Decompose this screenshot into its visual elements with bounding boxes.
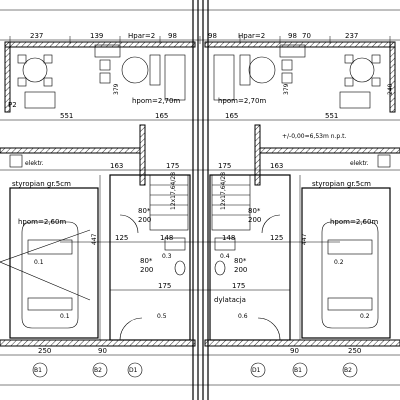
dim-bottom-4: 250 [348, 347, 361, 355]
dim-top-3: 98 [168, 32, 177, 40]
dim-top-7: 237 [345, 32, 358, 40]
garage-left-tag-2: 0.1 [60, 313, 70, 320]
dim-row2-3: 165 [225, 112, 238, 120]
bottom-dimensions: 250 90 90 250 [0, 347, 400, 386]
dim-row2-2: 165 [155, 112, 168, 120]
vdim-3: 379 [113, 83, 120, 95]
dim-row5-2: 175 [232, 282, 245, 290]
upper-left-room: Hpar=2 hpom=2,70m P2 [8, 32, 186, 109]
core-tag-2: 0.4 [220, 253, 230, 260]
door-label-7: 80* [234, 257, 247, 265]
vdim-5: 240 [387, 83, 394, 95]
vdim-4: 379 [283, 83, 290, 95]
section-mark-3: D1 [129, 367, 138, 374]
dim-row5-1: 175 [158, 282, 171, 290]
insulation-left: styropian gr.5cm [12, 180, 71, 188]
level-note: +/-0,00=6,53m n.p.t. [282, 133, 346, 140]
garage-left-tag: 0.1 [34, 259, 44, 266]
dim-row3-2: 175 [166, 162, 179, 170]
dim-row3-3: 175 [218, 162, 231, 170]
dim-row2-1: 551 [60, 112, 73, 120]
dim-row4-2: 148 [160, 234, 173, 242]
door-label-4: 200 [248, 216, 261, 224]
section-mark-5: B1 [294, 367, 302, 374]
section-marks: B1 B2 D1 D1 B1 B2 [32, 362, 358, 378]
core-tag-3: 0.5 [157, 313, 167, 320]
top-dimension-line: 237 139 98 98 98 70 237 [0, 9, 400, 44]
electric-row: elektr. elektr. 163 175 175 163 [0, 154, 400, 171]
electric-label-left: elektr. [25, 160, 44, 167]
party-wall [192, 0, 209, 400]
garage-right-tag-2: 0.2 [360, 313, 370, 320]
garage-right-tag: 0.2 [334, 259, 344, 266]
mid-dimension-row: 551 165 165 551 +/-0,00=6,53m n.p.t. [0, 112, 400, 140]
upper-right-hpar: Hpar=2 [238, 32, 265, 40]
vdim-2: 447 [301, 233, 308, 245]
vdim-1: 447 [91, 233, 98, 245]
central-core: 12x17,64/28 12x17,64/28 80* 200 80* 200 … [60, 172, 370, 341]
door-label-8: 200 [234, 266, 247, 274]
door-label-1: 80* [138, 207, 151, 215]
dim-row4-4: 125 [270, 234, 283, 242]
dim-top-2: 139 [90, 32, 103, 40]
dim-bottom-3: 90 [290, 347, 299, 355]
upper-left-hpar: Hpar=2 [128, 32, 155, 40]
door-label-2: 200 [138, 216, 151, 224]
core-tag-1: 0.3 [162, 253, 172, 260]
dim-top-6: 70 [302, 32, 311, 40]
dim-row3-1: 163 [110, 162, 123, 170]
dim-bottom-2: 90 [98, 347, 107, 355]
dim-top-4: 98 [208, 32, 217, 40]
section-mark-2: B2 [94, 367, 102, 374]
vertical-dimensions: 447 447 379 379 240 [91, 83, 394, 340]
insulation-right: styropian gr.5cm [312, 180, 371, 188]
dim-bottom-1: 250 [38, 347, 51, 355]
stair-label-right: 12x17,64/28 [220, 172, 227, 210]
dim-row2-4: 551 [325, 112, 338, 120]
stair-label-left: 12x17,64/28 [170, 172, 177, 210]
electric-label-right: elektr. [350, 160, 369, 167]
upper-right-height: hpom=2,70m [218, 97, 266, 105]
section-mark-1: B1 [34, 367, 42, 374]
core-tag-4: 0.6 [238, 313, 248, 320]
dim-row4-1: 125 [115, 234, 128, 242]
dim-row3-4: 163 [270, 162, 283, 170]
dim-top-5: 98 [288, 32, 297, 40]
door-label-6: 200 [140, 266, 153, 274]
upper-right-room: Hpar=2 hpom=2,70m [213, 32, 381, 109]
dilatation-label: dylatacja [214, 296, 246, 304]
dim-top-1: 237 [30, 32, 43, 40]
section-mark-6: B2 [344, 367, 352, 374]
upper-left-tag: P2 [8, 101, 17, 109]
dim-row4-3: 148 [222, 234, 235, 242]
door-label-3: 80* [248, 207, 261, 215]
middle-wall-band [0, 124, 400, 186]
garage-left: styropian gr.5cm hpom=2,60m 0.1 [0, 180, 99, 339]
door-label-5: 80* [140, 257, 153, 265]
garage-right: styropian gr.5cm hpom=2,60m 0.2 [301, 180, 391, 339]
upper-left-height: hpom=2,70m [132, 97, 180, 105]
section-mark-4: D1 [252, 367, 261, 374]
exterior-walls [0, 41, 400, 347]
